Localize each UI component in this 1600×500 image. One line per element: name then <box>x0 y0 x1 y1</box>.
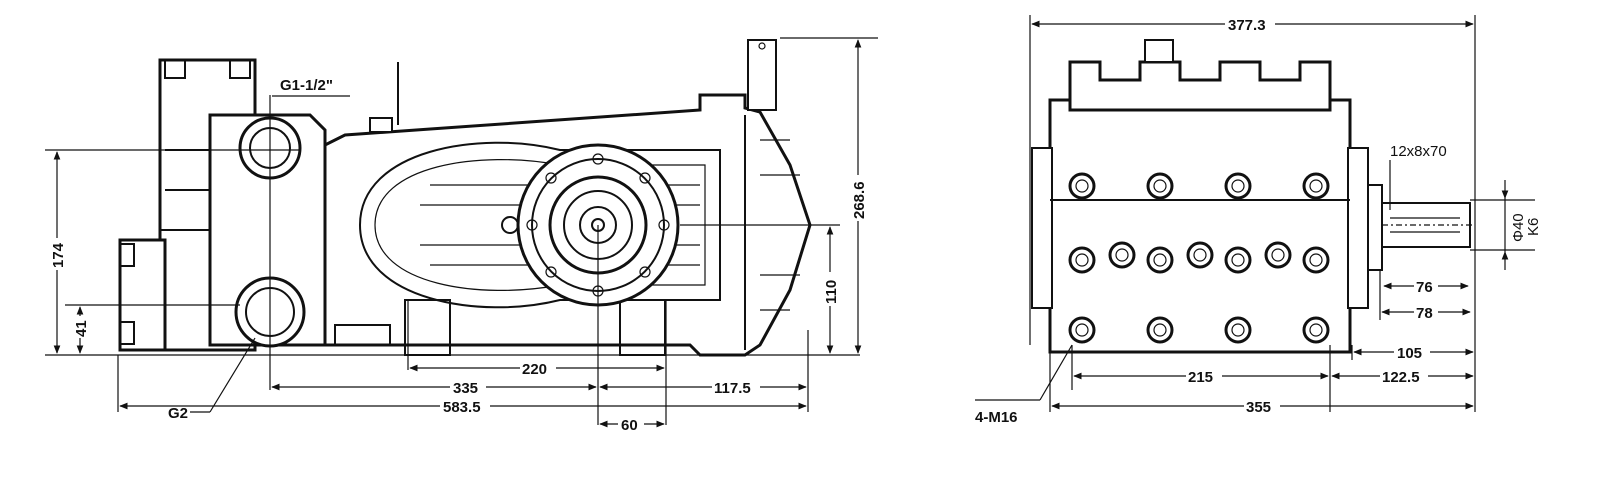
dim-height-shaft: 110 <box>823 280 840 304</box>
dim-foot-width: 60 <box>621 417 638 434</box>
dim-base-width: 355 <box>1246 399 1271 416</box>
dim-height-total: 268.6 <box>851 181 868 219</box>
pump-front-body <box>1031 39 1383 354</box>
dim-height-outlet: 41 <box>73 320 90 337</box>
dim-base-span: 220 <box>522 361 547 378</box>
front-view: 377.3 12x8x70 Φ40 K6 76 78 105 215 122.5 <box>975 15 1542 426</box>
dim-shaft-diameter: Φ40 <box>1510 213 1527 242</box>
dim-shaft-length: 78 <box>1416 305 1433 322</box>
dim-shaft-extension: 122.5 <box>1382 369 1420 386</box>
label-inlet-thread: G1-1/2" <box>280 77 333 94</box>
dim-overall-width: 377.3 <box>1228 17 1266 34</box>
dim-shaft-to-end: 117.5 <box>714 380 751 397</box>
dim-mount-spacing: 215 <box>1188 369 1213 386</box>
side-view: 174 41 110 268.6 220 335 117.5 583.5 60 <box>45 37 878 434</box>
drive-shaft <box>1381 202 1475 248</box>
dim-shaft-tolerance: K6 <box>1525 218 1542 236</box>
dim-key-length: 76 <box>1416 279 1433 296</box>
dim-height-inlet: 174 <box>50 242 67 268</box>
label-mount-bolts: 4-M16 <box>975 409 1018 426</box>
dim-mount-offset: 105 <box>1397 345 1422 362</box>
dim-overall-length: 583.5 <box>443 399 481 416</box>
dim-port-to-shaft: 335 <box>453 380 478 397</box>
label-keyway: 12x8x70 <box>1390 143 1447 160</box>
label-outlet-thread: G2 <box>168 405 188 422</box>
